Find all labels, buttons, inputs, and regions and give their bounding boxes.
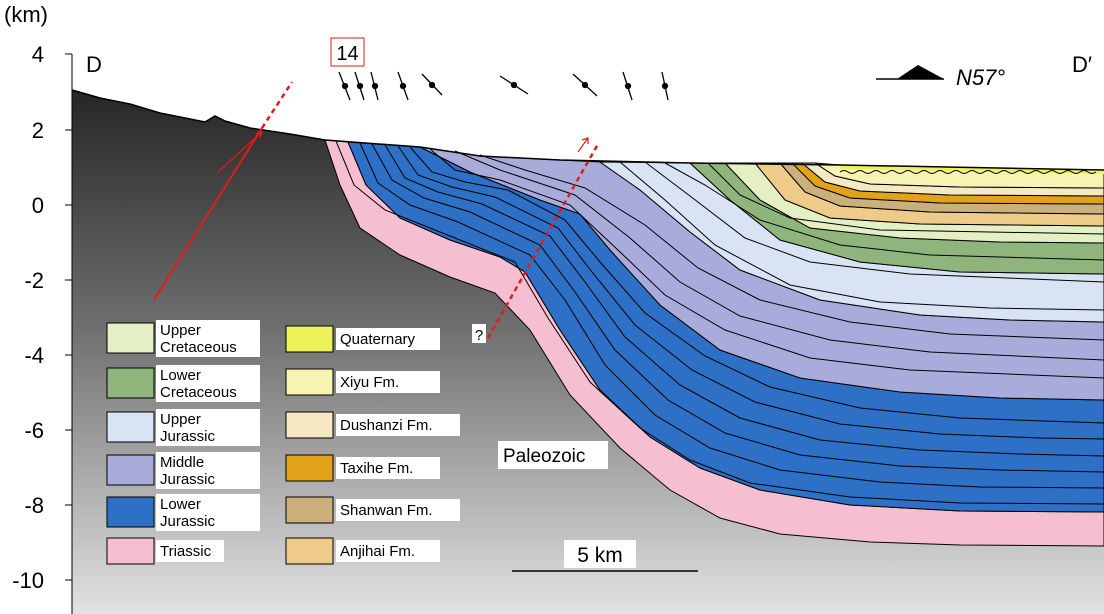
legend-label-bg — [336, 457, 440, 479]
y-tick-label: 0 — [32, 193, 44, 218]
legend-label: Taxihe Fm. — [340, 460, 413, 477]
legend-swatch — [106, 496, 155, 528]
legend-left: Upper Cretaceous Lower Cretaceous Upper … — [106, 320, 260, 565]
legend-label-bg — [336, 540, 440, 562]
legend-label: Jurassic — [160, 513, 216, 530]
y-tick-label: 4 — [32, 42, 44, 67]
section-start-label: D — [86, 52, 102, 77]
ground-surface — [71, 89, 1104, 171]
legend-swatch — [285, 496, 334, 524]
question-mark-box — [472, 324, 486, 343]
legend-label-bg — [156, 540, 224, 562]
legend-label-bg — [336, 371, 440, 393]
legend-label: Upper — [160, 322, 201, 339]
legend-label: Cretaceous — [160, 384, 237, 401]
well-label-box — [330, 37, 365, 67]
section-end-label: D′ — [1072, 52, 1092, 77]
dip-symbols — [338, 71, 669, 101]
bedding-lines — [335, 140, 1104, 505]
legend-label: Jurassic — [160, 428, 216, 445]
legend-label-bg — [336, 414, 460, 436]
legend-swatch — [285, 411, 334, 439]
legend-label: Xiyu Fm. — [340, 374, 399, 391]
legend-swatch — [106, 322, 155, 354]
legend-label-bg — [156, 494, 260, 531]
legend-swatch — [106, 411, 155, 443]
y-tick-label: -8 — [24, 493, 44, 518]
legend-swatch — [106, 367, 155, 399]
legend-label: Lower — [160, 496, 201, 513]
paleozoic-label: Paleozoic — [503, 446, 585, 467]
fault-2-arrow — [577, 137, 589, 153]
axis-unit-label: (km) — [4, 2, 48, 27]
legend-label-bg — [156, 409, 260, 446]
legend-label: Dushanzi Fm. — [340, 417, 433, 434]
legend-label: Triassic — [160, 543, 212, 560]
y-tick-label: -2 — [24, 268, 44, 293]
y-tick-label: 2 — [32, 118, 44, 143]
paleozoic-label-bg — [498, 441, 608, 469]
legend-label: Jurassic — [160, 471, 216, 488]
y-tick-label: -6 — [24, 418, 44, 443]
scale-label: 5 km — [577, 544, 623, 567]
fault-1-arrow — [217, 131, 263, 173]
paleozoic-basement — [72, 90, 1104, 614]
legend-label-bg — [156, 452, 260, 489]
quaternary-unit — [840, 165, 1104, 174]
legend-swatch — [285, 454, 334, 482]
legend-label: Upper — [160, 411, 201, 428]
legend-label-bg — [156, 365, 260, 402]
well-label: 14 — [336, 43, 358, 65]
scale-label-bg — [564, 540, 636, 568]
legend-swatch — [285, 537, 334, 565]
legend-label-bg — [336, 328, 440, 350]
legend-label-bg — [336, 499, 460, 521]
orientation-triangle-icon — [897, 65, 944, 79]
legend-label: Middle — [160, 454, 204, 471]
question-mark-label: ? — [475, 327, 483, 344]
orientation-label: N57° — [956, 65, 1005, 90]
legend-label: Anjihai Fm. — [340, 543, 415, 560]
legend-label-bg — [156, 320, 260, 357]
y-axis — [65, 53, 73, 614]
legend-swatch — [285, 368, 334, 396]
legend-label: Cretaceous — [160, 339, 237, 356]
legend-right: Quaternary Xiyu Fm. Dushanzi Fm. Taxihe … — [285, 325, 460, 565]
legend-label: Lower — [160, 367, 201, 384]
legend-swatch — [106, 537, 155, 565]
fault-line-1-projection — [260, 81, 294, 129]
legend-swatch — [285, 325, 334, 353]
y-tick-label: -4 — [24, 343, 44, 368]
fault-line-1 — [153, 127, 263, 301]
y-tick-label: -10 — [12, 568, 44, 593]
unconformity-line — [839, 170, 1097, 174]
fault-line-2 — [486, 143, 600, 339]
legend-label: Quaternary — [340, 331, 416, 348]
legend-label: Shanwan Fm. — [340, 502, 433, 519]
legend-swatch — [106, 454, 155, 486]
